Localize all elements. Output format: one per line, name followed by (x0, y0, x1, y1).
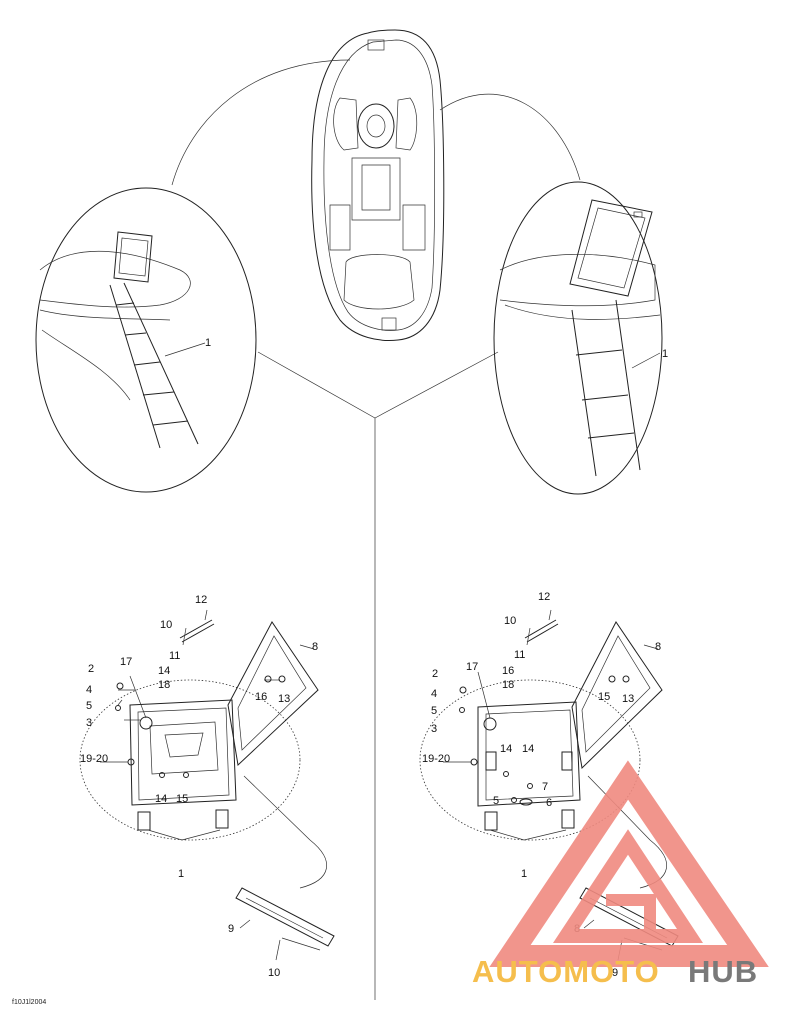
callout-13: 12 (195, 594, 207, 606)
callout-2: 2 (88, 663, 94, 675)
r-callout-16b: 15 (598, 691, 610, 703)
left-inset: 1 (35, 187, 257, 493)
craft-top-view (171, 29, 581, 1000)
r-callout-4: 4 (431, 688, 437, 700)
callout-17: 17 (120, 656, 132, 668)
callout-4: 4 (86, 684, 92, 696)
r-callout-7: 7 (542, 781, 548, 793)
r-callout-18: 18 (502, 679, 514, 691)
r-callout-16: 16 (502, 665, 514, 677)
left-assembly: 12 10 11 17 14 18 2 4 5 3 19-20 16 13 8 … (79, 594, 335, 979)
callout-14b: 14 (155, 793, 167, 805)
r-callout-15: 14 (522, 743, 534, 755)
left-inset-callout: 1 (205, 337, 211, 349)
figure-code: f10J1l2004 (12, 999, 46, 1006)
watermark-logo (489, 760, 769, 967)
watermark-text-main: AUTOMOTO (472, 954, 660, 989)
callout-15b: 15 (176, 793, 188, 805)
r-callout-2: 2 (432, 668, 438, 680)
r-callout-17: 17 (466, 661, 478, 673)
r-callout-10: 9 (612, 967, 618, 979)
right-inset-callout: 1 (662, 348, 668, 360)
r-callout-13: 12 (538, 591, 550, 603)
callout-10: 10 (268, 967, 280, 979)
callout-14: 13 (278, 693, 290, 705)
r-callout-19-20: 19-20 (422, 753, 450, 765)
r-callout-6: 6 (546, 797, 552, 809)
r-callout-5: 5 (431, 705, 437, 717)
r-callout-11: 10 (504, 615, 516, 627)
r-callout-1: 1 (521, 868, 527, 880)
watermark-text-hub: HUB (688, 954, 758, 989)
r-callout-5b: 5 (493, 795, 499, 807)
right-assembly: 12 10 11 17 16 18 2 4 5 3 19-20 15 13 8 … (419, 591, 679, 979)
callout-12: 11 (169, 650, 180, 662)
callout-5: 5 (86, 700, 92, 712)
r-callout-14b: 14 (500, 743, 512, 755)
r-callout-12: 11 (514, 649, 525, 661)
callout-9: 9 (228, 923, 234, 935)
callout-16: 16 (255, 691, 267, 703)
callout-3: 3 (86, 717, 92, 729)
callout-19-20: 19-20 (80, 753, 108, 765)
watermark: AUTOMOTO HUB (472, 760, 769, 989)
r-callout-14: 13 (622, 693, 634, 705)
r-callout-3: 3 (431, 723, 437, 735)
callout-18: 18 (158, 679, 170, 691)
r-callout-8: 8 (655, 641, 661, 653)
callout-8: 8 (312, 641, 318, 653)
callout-1: 1 (178, 868, 184, 880)
callout-15: 14 (158, 665, 170, 677)
callout-11: 10 (160, 619, 172, 631)
right-inset: 1 (493, 181, 668, 495)
